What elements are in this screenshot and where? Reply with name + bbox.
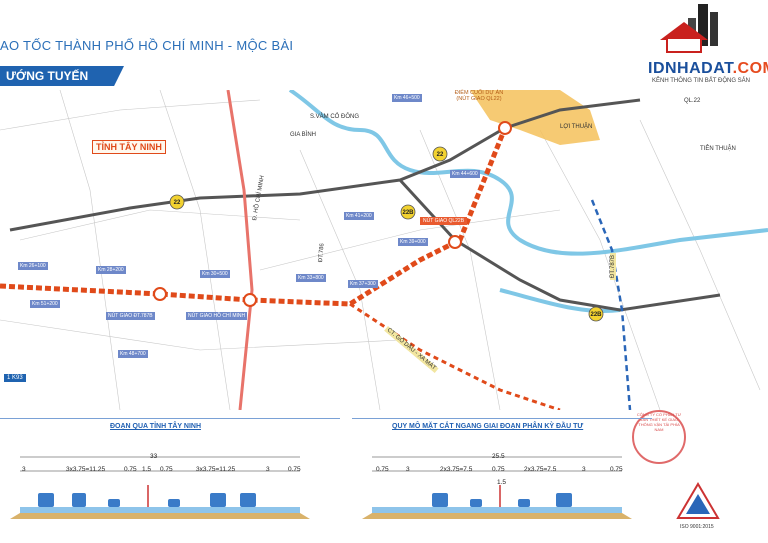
road-badge-text-2: 22 — [437, 152, 444, 158]
km-marker: 1 K93 — [4, 374, 26, 382]
junction-ql22b-label: NÚT GIAO QL22B — [420, 217, 468, 225]
right-dim-7: 0.75 — [610, 466, 623, 473]
km-label-4: Km 33+800 — [296, 274, 326, 282]
right-total-width: 25.5 — [492, 453, 505, 460]
left-dim-4: 1.5 — [142, 466, 152, 473]
truck-icon — [72, 493, 86, 507]
house-logo-icon — [660, 4, 718, 53]
bus-icon — [240, 493, 256, 507]
km-label-8: Km 44+600 — [450, 170, 480, 178]
road-label-ql22: QL.22 — [684, 98, 701, 104]
left-dim-2: 3x3.75=11.25 — [66, 466, 106, 473]
car-icon — [108, 499, 120, 507]
left-dim-1: 3 — [22, 466, 26, 473]
iso-cert-label: ISO 9001:2015 — [680, 524, 714, 530]
car-icon — [470, 499, 482, 507]
junction-dt787b-marker — [153, 287, 167, 301]
company-stamp: CÔNG TY CỔ PHẦN TƯ VẤN THIẾT KẾ GIAO THÔ… — [632, 410, 686, 464]
bus-icon — [38, 493, 54, 507]
brand-name[interactable]: IDNHADAT.COM — [648, 60, 768, 77]
go-dau-xa-mat-route — [349, 302, 561, 410]
cross-section-left: ĐOẠN QUA TỈNH TÂY NINH 33 3 3x3.75=11.25… — [0, 418, 340, 539]
right-dim-2: 3 — [406, 466, 410, 473]
bus-icon — [556, 493, 572, 507]
ql22b-road — [398, 178, 721, 312]
km-label-9: Km 46+500 — [392, 94, 422, 102]
road-badge-22a — [169, 194, 185, 210]
right-dim-6: 3 — [582, 466, 586, 473]
km-label-3: Km 30+500 — [200, 270, 230, 278]
km-label-11: Km 51+200 — [30, 300, 60, 308]
road-badge-22b-east — [588, 306, 604, 322]
km-label-7: Km 41+200 — [344, 212, 374, 220]
road-badge-text-4: 22B — [590, 312, 602, 318]
place-label-gia-binh: GIA BÌNH — [290, 132, 317, 138]
car-icon — [168, 499, 180, 507]
brand-tagline: KÊNH THÔNG TIN BẤT ĐỘNG SẢN — [652, 78, 751, 84]
road-badge-22b-west — [400, 204, 416, 220]
junction-hcm-label: NÚT GIAO HỒ CHÍ MINH — [186, 312, 248, 320]
map-title: AO TỐC THÀNH PHỐ HỒ CHÍ MINH - MỘC BÀI — [0, 38, 294, 53]
km-label-10: Km 48+700 — [118, 350, 148, 358]
road-badge-text-1: 22 — [174, 200, 181, 206]
junction-ql22b-marker — [448, 235, 462, 249]
right-dim-3: 2x3.75=7.5 — [440, 466, 473, 473]
km-label-2: Km 28+200 — [96, 266, 126, 274]
km-label-5: Km 37+300 — [348, 280, 378, 288]
province-label: TỈNH TÂY NINH — [92, 140, 166, 154]
right-dim-8: 1.5 — [497, 479, 507, 486]
bus-icon — [432, 493, 448, 507]
cross-section-right-title: QUY MÔ MẶT CẮT NGANG GIAI ĐOẠN PHÂN KỲ Đ… — [392, 423, 584, 430]
river-label: S.VÀM CỎ ĐÔNG — [310, 114, 360, 120]
km-label-1: Km 26+100 — [18, 262, 48, 270]
left-dim-7: 3 — [266, 466, 270, 473]
certification-logo-icon — [676, 482, 720, 519]
left-dim-8: 0.75 — [288, 466, 301, 473]
right-dim-1: 0.75 — [376, 466, 389, 473]
section-ribbon: ƯỚNG TUYẾN — [0, 66, 124, 86]
road-label-dt787b: ĐT.787B — [610, 252, 616, 280]
ho-chi-minh-road — [226, 90, 254, 410]
cross-section-left-drawing — [10, 456, 310, 519]
km-label-6: Km 39+000 — [398, 238, 428, 246]
place-label-tien-thuan: TIÊN THUẬN — [700, 146, 736, 152]
route-map[interactable]: 22 22 22B 22B — [0, 90, 768, 410]
road-badge-22b — [432, 146, 448, 162]
junction-hcm-marker — [243, 293, 257, 307]
dt786-route — [590, 199, 632, 410]
bus-icon — [210, 493, 226, 507]
cross-section-right-drawing — [362, 456, 632, 519]
junction-dt787b-label: NÚT GIAO ĐT.787B — [106, 312, 155, 320]
left-dim-5: 0.75 — [160, 466, 173, 473]
right-dim-5: 2x3.75=7.5 — [524, 466, 557, 473]
right-dim-4: 0.75 — [492, 466, 505, 473]
car-icon — [518, 499, 530, 507]
left-dim-3: 0.75 — [124, 466, 137, 473]
end-project-marker — [498, 121, 512, 135]
cross-section-right: QUY MÔ MẶT CẮT NGANG GIAI ĐOẠN PHÂN KỲ Đ… — [352, 418, 652, 539]
road-badge-text-3: 22B — [402, 210, 414, 216]
end-project-label: ĐIỂM CUỐI DỰ ÁN (NÚT GIAO QL22) — [454, 90, 504, 102]
left-total-width: 33 — [150, 453, 158, 460]
place-label-loi-thuan: LỢI THUẬN — [560, 124, 593, 130]
left-dim-6: 3x3.75=11.25 — [196, 466, 236, 473]
cross-section-left-title: ĐOẠN QUA TỈNH TÂY NINH — [110, 423, 201, 430]
